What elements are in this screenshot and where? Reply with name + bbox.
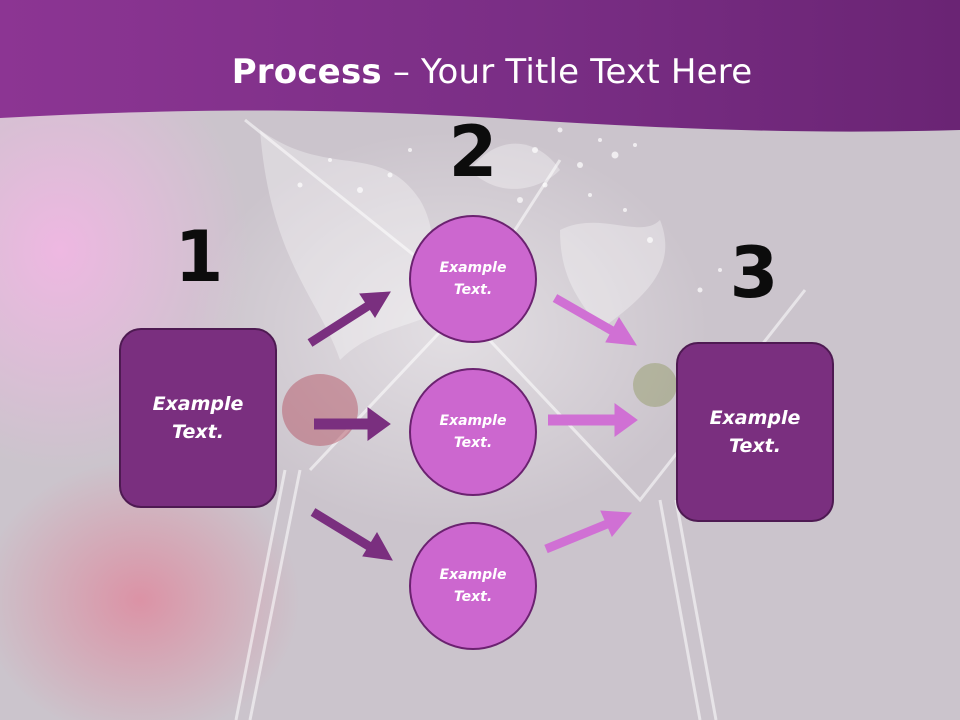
left-process-box: Example Text. [119,328,277,508]
title-rest: – Your Title Text Here [381,52,753,92]
arrow-right-icon [314,407,391,441]
circle-middle: Example Text. [409,368,537,496]
circle-bottom: Example Text. [409,522,537,650]
header-band [0,0,960,132]
left-box-text: Example Text. [152,392,244,444]
arrow-down-right-icon [310,508,393,561]
arrow-down-right-icon [552,294,637,346]
arrow-up-right-icon [307,291,391,347]
circle-bottom-text: Example Text. [439,566,507,605]
step-number-3: 3 [729,232,779,314]
arrow-up-right-icon [544,510,633,554]
right-box-text: Example Text. [709,406,801,458]
slide-title: Process – Your Title Text Here [0,52,960,92]
step-number-2: 2 [448,111,498,193]
right-process-box: Example Text. [676,342,834,522]
arrow-right-icon [548,403,638,437]
circle-middle-text: Example Text. [439,412,507,451]
circle-top-text: Example Text. [439,259,507,298]
step-number-1: 1 [174,216,224,298]
circle-top: Example Text. [409,215,537,343]
title-bold: Process [231,52,382,92]
